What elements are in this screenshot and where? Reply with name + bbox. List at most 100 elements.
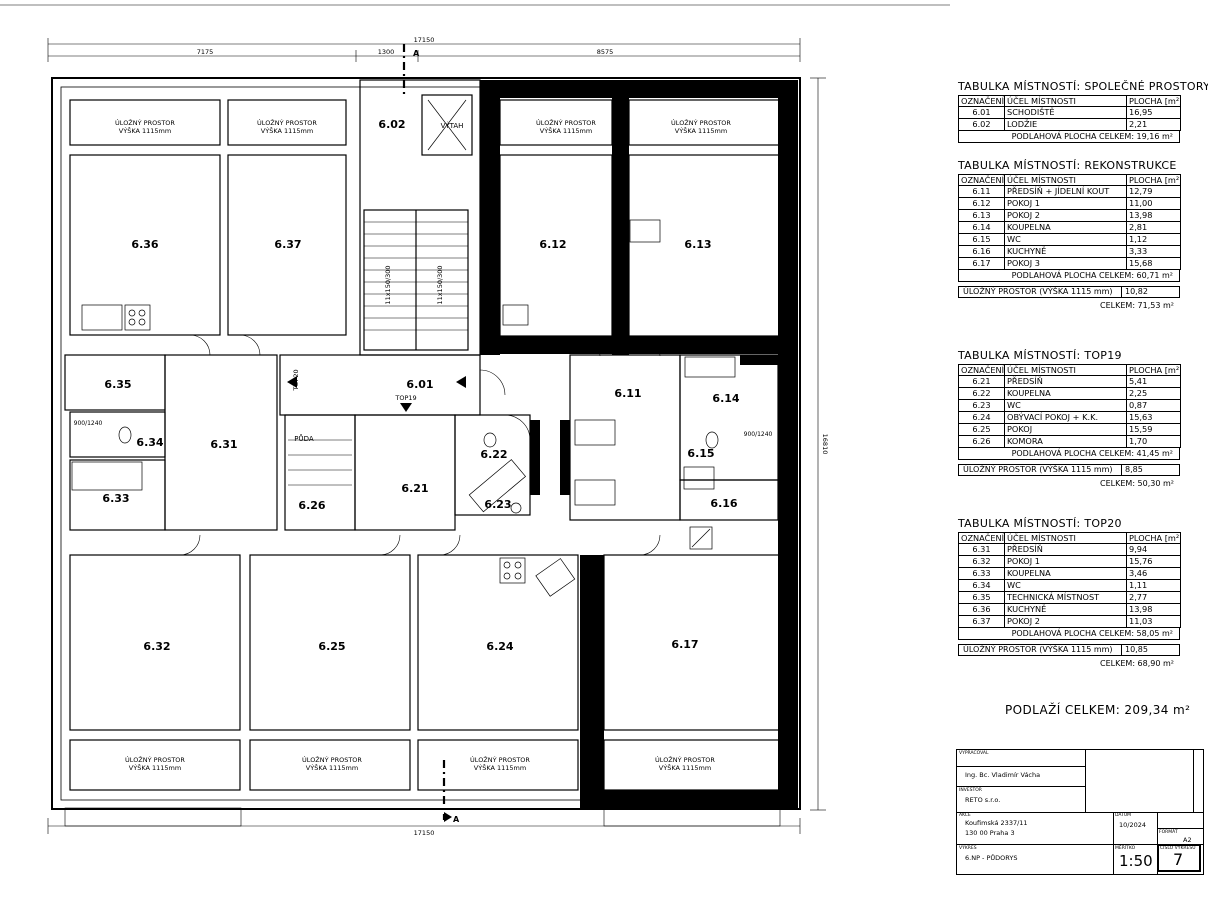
room-id: 6.26 xyxy=(958,435,1005,448)
room-area: 2,77 xyxy=(1126,591,1181,604)
room-id: 6.15 xyxy=(958,233,1005,246)
room-id: 6.36 xyxy=(958,603,1005,616)
room-area: 13,98 xyxy=(1126,209,1181,222)
storage-height: VÝŠKA 1115mm xyxy=(306,763,358,772)
room-area: 15,59 xyxy=(1126,423,1181,436)
drawing-number: 7 xyxy=(1173,850,1184,869)
col-header: OZNAČENÍ xyxy=(958,364,1005,376)
storage-height: VÝŠKA 1115mm xyxy=(675,126,727,135)
section-marker-bottom xyxy=(442,760,452,822)
room-id: 6.17 xyxy=(958,257,1005,270)
room-label: 6.14 xyxy=(712,392,739,405)
drawing-title: 6.NP - PŮDORYS xyxy=(965,854,1018,862)
address-line1: Koufimská 2337/11 xyxy=(965,819,1028,827)
floor-total: PODLAŽÍ CELKEM: 209,34 m² xyxy=(1005,703,1191,717)
storage-area: 10,82 xyxy=(1121,287,1179,297)
room-area: 2,25 xyxy=(1126,387,1181,400)
room-purpose: KOUPELNA xyxy=(1004,387,1127,400)
dim-total-width: 17150 xyxy=(414,36,435,44)
room-purpose: LODŽIE xyxy=(1004,118,1127,131)
table-title: TABULKA MÍSTNOSTÍ: SPOLEČNÉ PROSTORY xyxy=(958,80,1208,93)
room-area: 1,11 xyxy=(1126,579,1181,592)
room-label: 6.02 xyxy=(378,118,405,131)
fixtures xyxy=(71,219,736,597)
col-header: PLOCHA [m²] xyxy=(1126,95,1181,107)
storage-label: ÚLOŽNÝ PROSTOR (VÝŠKA 1115 mm) xyxy=(963,465,1113,474)
entrance-marker-icon xyxy=(287,376,297,388)
table-title: TABULKA MÍSTNOSTÍ: REKONSTRUKCE xyxy=(958,159,1177,172)
room-label: 6.36 xyxy=(131,238,158,251)
storage-label: ÚLOŽNÝ PROSTOR (VÝŠKA 1115 mm) xyxy=(963,645,1113,654)
table-grand-total: CELKEM: 68,90 m² xyxy=(1100,659,1174,668)
elevator-shaft xyxy=(427,99,467,151)
storage-row: ÚLOŽNÝ PROSTOR (VÝŠKA 1115 mm) 10,82 xyxy=(958,286,1180,298)
room-id: 6.25 xyxy=(958,423,1005,436)
shower-size: 900/1240 xyxy=(744,431,773,438)
room-label: 6.17 xyxy=(671,638,698,651)
room-id: 6.23 xyxy=(958,399,1005,412)
table-grand-total: CELKEM: 71,53 m² xyxy=(1100,301,1174,310)
dim-right-height: 16810 xyxy=(821,434,829,455)
storage-height: VÝŠKA 1115mm xyxy=(261,126,313,135)
stair-treads xyxy=(288,221,468,486)
room-area: 2,21 xyxy=(1126,118,1181,131)
room-label: 6.21 xyxy=(401,482,428,495)
room-label: 6.12 xyxy=(539,238,566,251)
storage-labels: ÚLOŽNÝ PROSTOR VÝŠKA 1115mm ÚLOŽNÝ PROST… xyxy=(115,118,731,772)
room-area: 12,79 xyxy=(1126,185,1181,198)
outer-wall xyxy=(51,77,801,810)
room-purpose: POKOJ 1 xyxy=(1004,555,1127,568)
drawing-number-box xyxy=(1157,844,1201,872)
door-swings xyxy=(179,334,661,556)
storage-height: VÝŠKA 1115mm xyxy=(474,763,526,772)
room-label: 6.37 xyxy=(274,238,301,251)
storage-label: ÚLOŽNÝ PROSTOR xyxy=(125,755,185,764)
table-total: PODLAHOVÁ PLOCHA CELKEM: 41,45 m² xyxy=(958,448,1180,460)
room-area: 15,63 xyxy=(1126,411,1181,424)
table-total: PODLAHOVÁ PLOCHA CELKEM: 19,16 m² xyxy=(958,131,1180,143)
site-label: AKCE xyxy=(959,813,971,818)
date: 10/2024 xyxy=(1119,821,1147,829)
room-label: 6.24 xyxy=(486,640,513,653)
structural-walls xyxy=(480,80,798,810)
dim-bottom-width: 17150 xyxy=(414,829,435,837)
shower-size: 900/1240 xyxy=(74,420,103,427)
partitions xyxy=(64,79,780,791)
room-label: 6.15 xyxy=(687,447,714,460)
room-purpose: KUCHYNĚ xyxy=(1004,603,1127,616)
room-id: 6.13 xyxy=(958,209,1005,222)
format: A2 xyxy=(1183,836,1192,844)
room-id: 6.12 xyxy=(958,197,1005,210)
room-id: 6.11 xyxy=(958,185,1005,198)
room-purpose: POKOJ 2 xyxy=(1004,209,1127,222)
room-id: 6.34 xyxy=(958,579,1005,592)
room-id: 6.32 xyxy=(958,555,1005,568)
scale: 1:50 xyxy=(1119,852,1153,870)
storage-label: ÚLOŽNÝ PROSTOR xyxy=(536,118,596,127)
room-purpose: KUCHYNĚ xyxy=(1004,245,1127,258)
room-purpose: PŘEDSÍŇ xyxy=(1004,543,1127,556)
storage-label: ÚLOŽNÝ PROSTOR xyxy=(470,755,530,764)
table-grand-total: CELKEM: 50,30 m² xyxy=(1100,479,1174,488)
table-title: TABULKA MÍSTNOSTÍ: TOP20 xyxy=(958,517,1122,530)
room-purpose: KOMORA xyxy=(1004,435,1127,448)
room-label: 6.34 xyxy=(136,436,163,449)
room-area: 11,00 xyxy=(1126,197,1181,210)
room-purpose: POKOJ 1 xyxy=(1004,197,1127,210)
storage-label: ÚLOŽNÝ PROSTOR (VÝŠKA 1115 mm) xyxy=(963,287,1113,296)
right-dimensions xyxy=(810,77,826,811)
room-id: 6.33 xyxy=(958,567,1005,580)
room-label: 6.31 xyxy=(210,438,237,451)
